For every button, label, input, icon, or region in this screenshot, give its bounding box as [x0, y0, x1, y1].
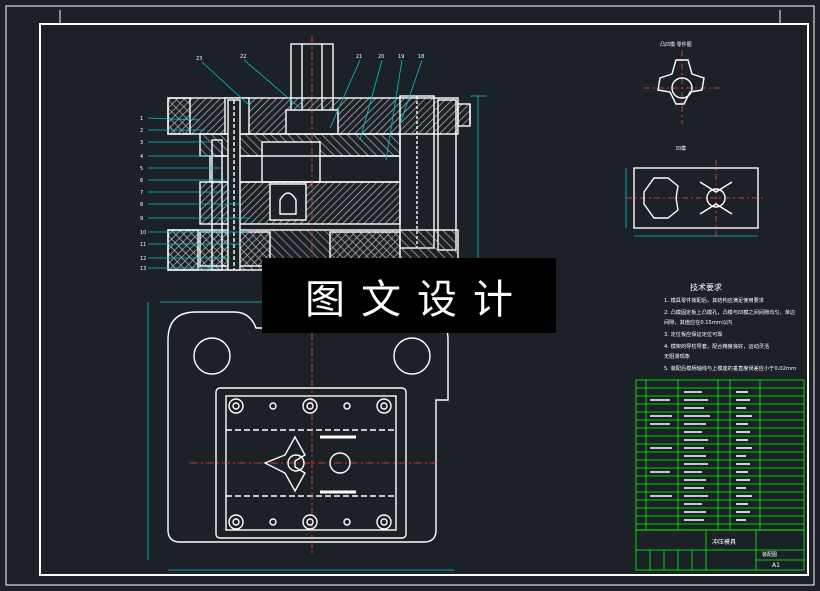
svg-text:5: 5	[140, 166, 143, 172]
watermark-text: 图文设计	[305, 276, 529, 323]
svg-text:3: 3	[140, 140, 143, 146]
tech-req-line-4: 3. 定位板应保证定位可靠	[664, 330, 722, 338]
part-view-top	[644, 50, 720, 124]
leader-lines	[147, 59, 486, 281]
tech-req-line-7: 5. 装配后模柄轴线与上模座的垂直度误差应小于0.02mm	[664, 364, 796, 372]
view-label-mid: 凹模	[676, 145, 686, 152]
section-view	[167, 36, 471, 290]
tech-req-line-1: 1. 模具零件装配后，其结构应满足使用要求	[664, 296, 765, 304]
svg-text:23: 23	[196, 56, 202, 62]
svg-text:12: 12	[140, 256, 146, 262]
svg-text:20: 20	[378, 54, 384, 60]
svg-text:10: 10	[140, 230, 146, 236]
tech-req-line-6: 无阻滞现象	[664, 352, 690, 360]
svg-text:2: 2	[140, 128, 143, 134]
svg-text:9: 9	[140, 216, 143, 222]
svg-text:21: 21	[356, 54, 362, 60]
plan-view	[147, 300, 460, 571]
svg-text:6: 6	[140, 178, 143, 184]
view-label-top: 凸凹模 零件图	[660, 41, 692, 48]
inner-frame	[39, 23, 809, 576]
svg-text:4: 4	[140, 154, 143, 160]
watermark-banner: 图文设计	[262, 258, 556, 333]
svg-text:7: 7	[140, 190, 143, 196]
svg-text:1: 1	[140, 116, 143, 122]
title-drawing-no: 装配图	[762, 551, 777, 558]
svg-text:22: 22	[240, 54, 246, 60]
svg-text:18: 18	[418, 54, 424, 60]
tech-req-line-3: 间隙，其值应在0.15mm以内	[664, 318, 732, 326]
svg-text:8: 8	[140, 202, 143, 208]
title-block	[635, 529, 805, 571]
title-drawing-name: 冲压模具	[712, 538, 736, 546]
svg-text:13: 13	[140, 266, 146, 272]
tech-requirements: 技术要求 1. 模具零件装配后，其结构应满足使用要求 2. 凸模固定板上凸模孔，…	[664, 282, 796, 372]
bom-table	[635, 379, 805, 531]
part-view-die	[625, 160, 766, 237]
outer-frame	[5, 5, 815, 586]
tech-req-title: 技术要求	[690, 282, 722, 292]
tech-req-line-2: 2. 凸模固定板上凸模孔，凸模与凹模之间间隙均匀，单边	[664, 308, 796, 316]
tech-req-line-5: 4. 模架的导柱导套，配合精度良好，运动灵活	[664, 342, 769, 350]
bom-row-marks	[650, 391, 752, 521]
title-scale: A1	[772, 562, 780, 569]
svg-text:11: 11	[140, 242, 146, 248]
svg-text:19: 19	[398, 54, 404, 60]
